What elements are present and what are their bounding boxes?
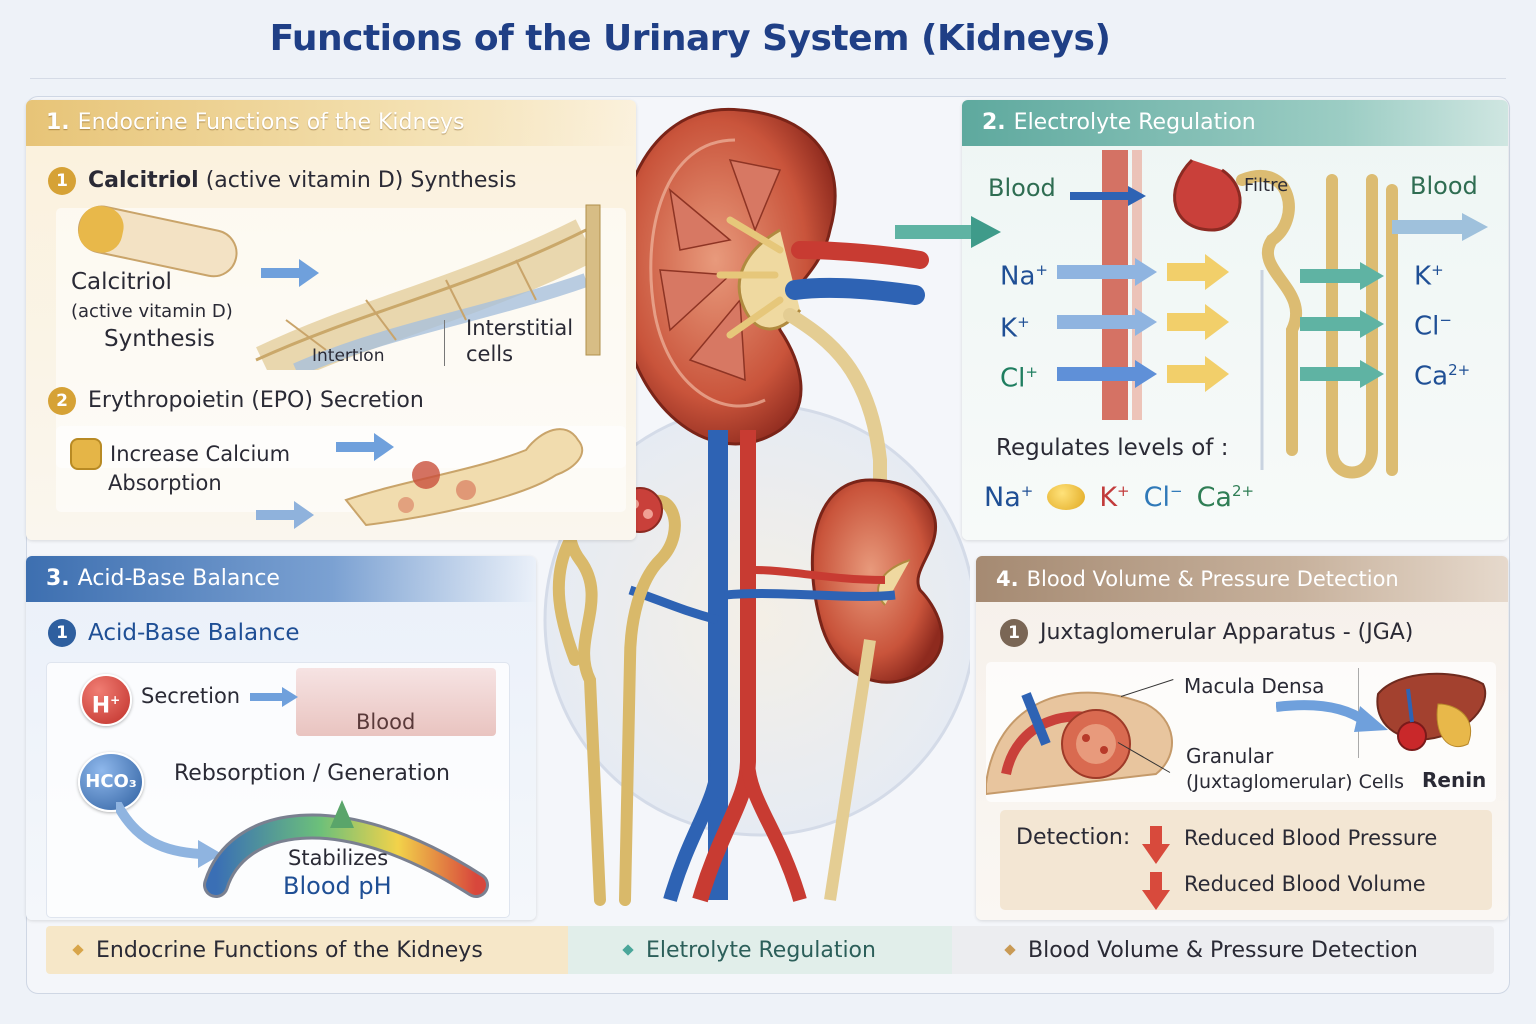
legend-bar: Endocrine Functions of the Kidneys Eletr… [46,926,1494,974]
ion-transport-arrows [1057,254,1229,392]
blood-label: Blood [356,710,416,734]
calcitriol-label: Calcitriol [71,269,172,295]
calcium-icon [70,438,102,470]
level-ca: Ca2+ [1196,481,1255,513]
ion-right-k: K+ [1414,261,1444,292]
blood-outflow-arrow [1392,213,1488,241]
kidney-illustration [543,107,970,906]
large-kidney [616,107,929,577]
ion-left-cl: Cl+ [1000,363,1038,394]
liver-illustration [1376,672,1487,751]
pressure-down-arrow [1142,826,1170,864]
legend-dot-icon [72,944,84,956]
granular-label: Granular [1186,744,1274,768]
reduced-pressure-label: Reduced Blood Pressure [1184,826,1438,850]
ion-right-cl: Cl− [1414,311,1452,342]
legend-dot-icon [622,944,634,956]
secretion-label: Secretion [141,684,241,708]
interstitial-label: Interstitial [466,316,574,340]
bone-illustration [344,428,584,527]
title-divider [30,78,1506,79]
detection-card [1000,810,1492,910]
electrolyte-header: 2.Electrolyte Regulation [962,100,1508,146]
blood-vessel-strip [296,668,496,736]
epo-badge: 2 [48,387,76,415]
ion-left-k: K+ [1000,313,1030,344]
vitamin-capsule-icon [77,205,238,278]
secretion-arrow [250,687,298,707]
bicarbonate-icon: HCO₃ [78,752,144,812]
level-k: K+ [1099,481,1130,513]
level-cl: Cl− [1143,481,1183,513]
volume-down-arrow [1142,872,1170,910]
jga-illustration [986,691,1173,796]
ion-left-na: Na+ [1000,261,1048,292]
calcitriol-illustration [77,204,601,370]
ion-outflow-arrows [1300,262,1384,388]
calcitriol-label-synthesis: Synthesis [104,326,215,352]
reduced-volume-label: Reduced Blood Volume [1184,872,1426,896]
epo-line1: Increase Calcium [110,442,291,466]
ion-right-ca: Ca2+ [1414,361,1471,392]
electrolyte-panel: 2.Electrolyte Regulation Blood Filtre Bl… [962,100,1508,540]
reabsorption-label: Rebsorption / Generation [174,761,450,786]
blood-left-label: Blood [988,174,1056,202]
endocrine-header: 1.Endocrine Functions of the Kidneys [26,100,636,146]
acid-base-header: 3.Acid-Base Balance [26,556,536,602]
epo-line2: Absorption [108,471,222,495]
detection-label: Detection: [1016,825,1131,850]
granular-label-sub: (Juxtaglomerular) Cells [1186,771,1405,793]
level-na: Na+ [984,481,1034,513]
bicarbonate-arrow [116,802,222,868]
epo-arrow-lower [256,501,314,529]
stabilizes-label: Stabilizes [288,846,389,870]
regulated-ions: Na+ K+ Cl− Ca2+ [984,472,1254,522]
renin-arrow [1276,700,1388,732]
legend-item-endocrine: Endocrine Functions of the Kidneys [46,926,568,974]
renin-label: Renin [1422,768,1487,792]
kidney-to-electrolyte-arrow [895,216,1001,248]
legend-item-blood-volume: Blood Volume & Pressure Detection [952,926,1494,974]
calcitriol-label-sub: (active vitamin D) [71,301,233,322]
ion-dot-icon [1047,484,1086,510]
interstitial-pointer [444,320,445,366]
acid-base-badge: 1 [48,619,76,647]
small-kidney [724,478,944,901]
legend-dot-icon [1004,944,1016,956]
ph-gauge [203,800,489,898]
regulates-label: Regulates levels of : [996,435,1229,461]
blood-volume-header: 4.Blood Volume & Pressure Detection [976,556,1508,602]
blood-inflow-arrow [1070,186,1146,206]
hydrogen-ion-icon: H+ [80,674,132,726]
calcitriol-badge: 1 [48,167,76,195]
interstitial-label-cells: cells [466,342,514,366]
intertion-label: Intertion [312,346,385,366]
blood-ph-label: Blood pH [283,872,392,900]
filtre-label: Filtre [1244,175,1289,196]
legend-item-electrolyte: Eletrolyte Regulation [568,926,952,974]
page-title: Functions of the Urinary System (Kidneys… [269,18,1111,59]
blood-right-label: Blood [1410,172,1478,200]
epo-arrow-upper [336,433,394,461]
macula-densa-label: Macula Densa [1184,674,1325,698]
jga-badge: 1 [1000,619,1028,647]
